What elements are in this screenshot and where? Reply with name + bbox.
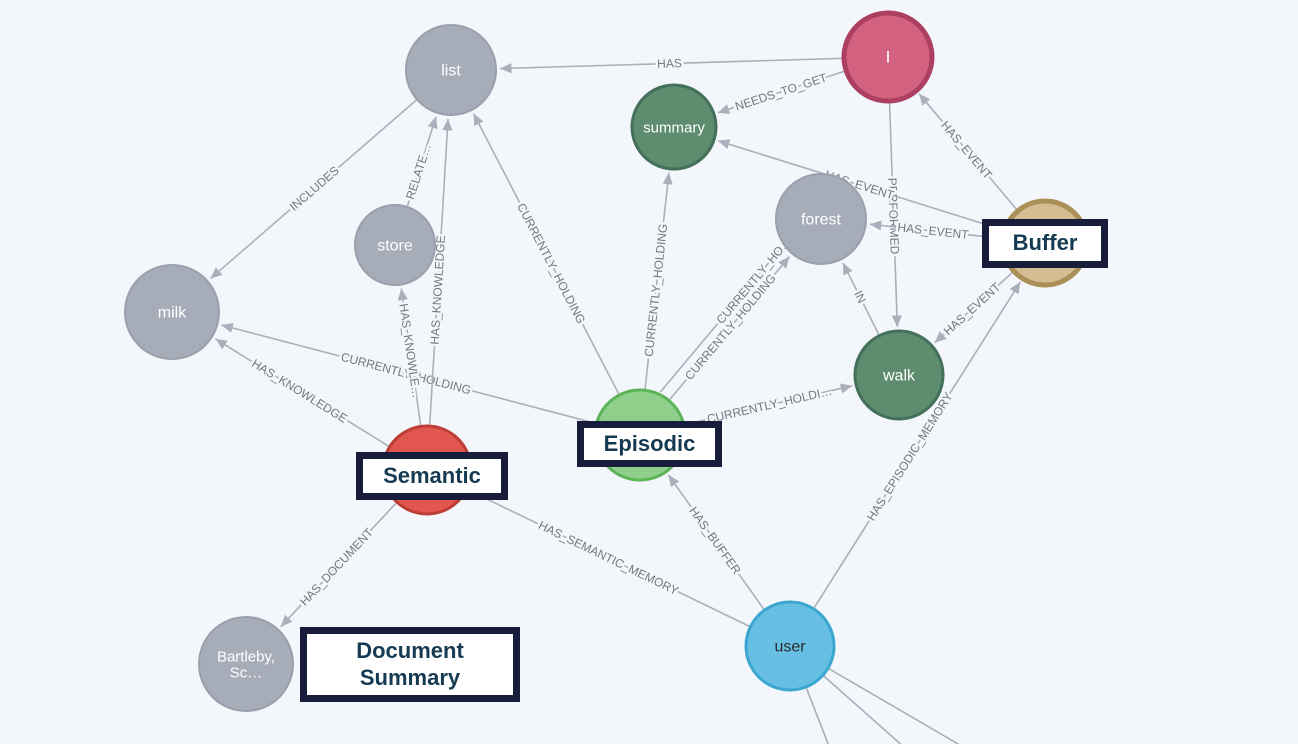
edge-buffer-i[interactable]: HAS_EVENT bbox=[918, 93, 1018, 211]
edge-user-offscreen-1[interactable] bbox=[823, 675, 1020, 744]
node-walk[interactable]: walk bbox=[853, 329, 945, 421]
edge-label[interactable]: CURRENTLY_HOLDI… bbox=[703, 381, 836, 428]
node-summary[interactable]: summary bbox=[630, 83, 718, 171]
node-label: walk bbox=[882, 368, 916, 385]
edge-buffer-walk[interactable]: HAS_EVENT bbox=[934, 271, 1014, 344]
edge-label[interactable]: CURRENTLY_HO… bbox=[711, 232, 797, 330]
edge-label[interactable]: HAS_EVENT bbox=[894, 218, 972, 245]
edge-semantic-store[interactable]: HAS_KNOWLE… bbox=[394, 288, 426, 426]
edge-user-episodic[interactable]: HAS_BUFFER bbox=[667, 474, 765, 610]
edge-label[interactable]: NEEDS_TO_GET bbox=[731, 68, 832, 116]
edge-label[interactable]: HAS_EVENT bbox=[936, 116, 998, 185]
edge-episodic-forest[interactable]: CURRENTLY_HO… bbox=[659, 232, 797, 393]
node-forest[interactable]: forest bbox=[775, 173, 867, 265]
edge-label[interactable]: CURRENTLY_HOLDING bbox=[512, 198, 591, 328]
edge-user-offscreen-2[interactable] bbox=[828, 667, 1140, 744]
edge-walk-forest[interactable]: IN bbox=[842, 262, 880, 336]
edge-label[interactable]: HAS_KNOWLE… bbox=[394, 300, 426, 401]
edge-label[interactable]: HAS_DOCUMENT bbox=[295, 522, 379, 611]
edge-label[interactable]: RELATE… bbox=[401, 139, 437, 203]
node-label: list bbox=[441, 63, 461, 80]
edge-label[interactable]: INCLUDES bbox=[284, 161, 344, 216]
edge-user-offscreen-0[interactable] bbox=[805, 687, 850, 744]
edge-episodic-forest[interactable]: CURRENTLY_HOLDING bbox=[668, 256, 791, 401]
node-store[interactable]: store bbox=[354, 204, 436, 286]
node-user[interactable]: user bbox=[744, 600, 836, 692]
edge-user-semantic[interactable]: HAS_SEMANTIC_MEMORY bbox=[469, 490, 750, 628]
edge-user-buffer[interactable]: HAS_EPISODIC_MEMORY bbox=[813, 281, 1022, 609]
node-label: I bbox=[886, 48, 891, 67]
edge-store-list[interactable]: RELATE… bbox=[401, 116, 438, 207]
edge-label[interactable]: CURRENTLY_HOLDING bbox=[680, 269, 782, 386]
node-label: summary bbox=[643, 120, 705, 137]
node-episodic[interactable] bbox=[593, 388, 687, 482]
node-label: Bartleby,Sc… bbox=[217, 649, 275, 682]
node-label: milk bbox=[158, 305, 187, 322]
node-bartleby[interactable]: Bartleby,Sc… bbox=[198, 616, 294, 712]
edge-episodic-summary[interactable]: CURRENTLY_HOLDING bbox=[639, 172, 673, 390]
edge-semantic-bartleby[interactable]: HAS_DOCUMENT bbox=[280, 502, 397, 628]
node-list[interactable]: list bbox=[405, 24, 497, 116]
edge-label[interactable]: HAS_BUFFER bbox=[684, 502, 747, 580]
edge-label[interactable]: CURRENTLY_HOLDING bbox=[639, 220, 673, 360]
node-label: user bbox=[774, 639, 806, 656]
node-milk[interactable]: milk bbox=[124, 264, 220, 360]
edge-episodic-list[interactable]: CURRENTLY_HOLDING bbox=[472, 113, 620, 395]
edge-label[interactable]: HAS_KNOWLEDGE bbox=[247, 354, 352, 429]
edge-i-summary[interactable]: NEEDS_TO_GET bbox=[717, 68, 846, 116]
node-label: forest bbox=[801, 212, 842, 229]
edge-i-walk[interactable]: PERFORMED bbox=[883, 101, 904, 328]
node-label: store bbox=[377, 238, 413, 255]
edge-label[interactable]: HAS_SEMANTIC_MEMORY bbox=[534, 516, 683, 601]
edge-episodic-walk[interactable]: CURRENTLY_HOLDI… bbox=[684, 381, 853, 429]
edge-label[interactable]: HAS_EVENT bbox=[938, 277, 1006, 341]
node-i[interactable]: I bbox=[841, 10, 935, 104]
edge-label[interactable]: HAS bbox=[654, 54, 684, 74]
edge-i-list[interactable]: HAS bbox=[499, 54, 844, 74]
node-buffer[interactable] bbox=[1000, 198, 1090, 288]
node-semantic[interactable] bbox=[381, 424, 473, 516]
edge-label[interactable]: IN bbox=[849, 286, 872, 308]
